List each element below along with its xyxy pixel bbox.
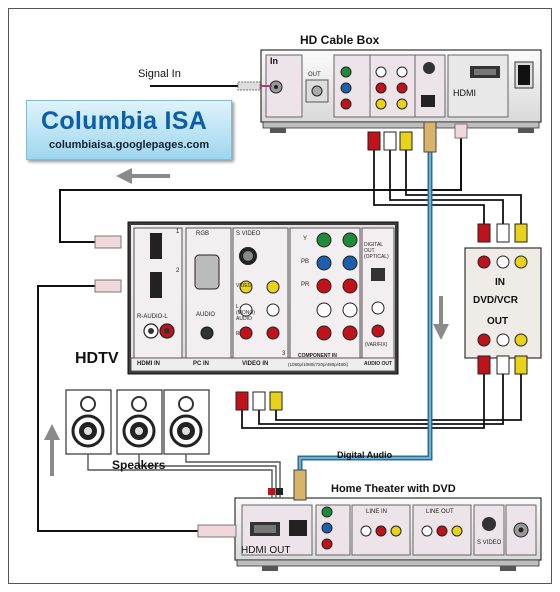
tv-svideo-label: S VIDEO bbox=[236, 231, 261, 237]
tv-component-in-label: COMPONENT IN bbox=[298, 353, 337, 359]
hdtv-title: HDTV bbox=[75, 350, 119, 367]
dvd-name-label: DVD/VCR bbox=[473, 295, 519, 306]
tv-digital-out-label: DIGITAL OUT (OPTICAL) bbox=[364, 242, 389, 260]
speakers bbox=[65, 389, 210, 455]
tv-r-audio-l-label: R-AUDIO-L bbox=[137, 314, 168, 320]
theater-line-in-label: LINE IN bbox=[366, 509, 388, 515]
tv-y-label: Y bbox=[303, 236, 308, 242]
theater-hdmi-out-label: HDMI OUT bbox=[241, 545, 291, 556]
tv-audio-label: AUDIO bbox=[196, 312, 216, 318]
tv-hdmi-in-label: HDMI IN bbox=[137, 361, 160, 367]
tv-audio-l-label: L (MONO) AUDIO bbox=[236, 304, 255, 322]
signal-in-label: Signal In bbox=[138, 68, 181, 80]
speakers-label: Speakers bbox=[112, 458, 166, 472]
hdtv-panel bbox=[127, 221, 399, 375]
tv-video-in-label: VIDEO IN bbox=[242, 361, 269, 367]
dvd-vcr bbox=[464, 247, 542, 359]
tv-rgb-label: RGB bbox=[196, 231, 210, 237]
brand-name: Columbia ISA bbox=[41, 107, 208, 135]
dvd-out-label: OUT bbox=[487, 316, 509, 327]
digital-audio-cable bbox=[293, 121, 437, 501]
dvd-in-label: IN bbox=[495, 277, 505, 288]
tv-video-label: VIDEO bbox=[236, 283, 252, 289]
tv-var-fix-label: (VAR/FIX) bbox=[365, 342, 388, 348]
tv-port1-label: 1 bbox=[176, 229, 180, 235]
tv-audio-out-label: AUDIO OUT bbox=[364, 361, 393, 367]
cable-box bbox=[260, 49, 542, 133]
direction-arrows bbox=[44, 168, 449, 476]
signal-in-cable bbox=[150, 81, 272, 91]
cable-box-title: HD Cable Box bbox=[300, 33, 380, 47]
digital-audio-label: Digital Audio bbox=[337, 450, 393, 460]
brand-banner: Columbia ISA columbiaisa.googlepages.com bbox=[26, 100, 232, 160]
home-theater-title: Home Theater with DVD bbox=[331, 483, 456, 495]
tv-r-label: R bbox=[236, 331, 240, 337]
tv-pb-label: PB bbox=[301, 259, 310, 265]
tv-pr-label: PR bbox=[301, 282, 310, 288]
tv-component-sub-label: (1080p/1080i/720p/480p/480i) bbox=[288, 362, 349, 367]
theater-line-out-label: LINE OUT bbox=[426, 509, 454, 515]
theater-svideo-label: S VIDEO bbox=[477, 540, 502, 546]
speaker-wires bbox=[87, 454, 283, 498]
hdmi-cable-box-to-tv bbox=[59, 123, 468, 249]
tv-pc-in-label: PC IN bbox=[193, 361, 210, 367]
composite-box-to-dvd bbox=[367, 131, 528, 243]
home-theater bbox=[234, 497, 542, 571]
tv-port3-label: 3 bbox=[282, 351, 286, 357]
hdmi-theater-to-tv bbox=[37, 279, 237, 538]
composite-dvd-to-tv bbox=[235, 355, 528, 429]
brand-url[interactable]: columbiaisa.googlepages.com bbox=[49, 139, 210, 151]
tv-port2-label: 2 bbox=[176, 268, 180, 274]
cable-out-label: OUT bbox=[308, 72, 321, 78]
cable-hdmi-label: HDMI bbox=[453, 88, 476, 98]
cable-in-label: In bbox=[270, 56, 278, 66]
